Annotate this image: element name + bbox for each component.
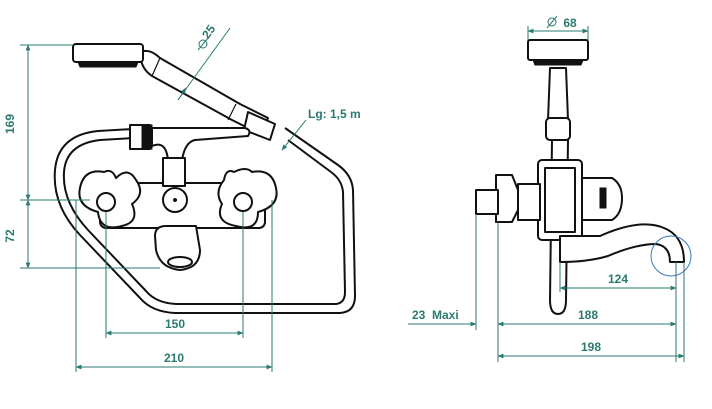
hose-loop-outer [53, 127, 356, 314]
diameter-icon [546, 15, 558, 29]
side-view [475, 39, 692, 315]
diverter-arm [151, 127, 251, 161]
front-dimensions: 169 72 150 210 25 Lg: 1,5 m [3, 22, 361, 372]
dim-169: 169 [3, 114, 17, 134]
dim-210: 210 [164, 351, 184, 365]
side-dimensions: 68 124 188 23 Maxi 198 [408, 15, 685, 362]
dim-72: 72 [3, 229, 17, 243]
hose-loop-inner [62, 136, 346, 305]
wall-flange [495, 174, 519, 223]
side-shower-handle [547, 67, 569, 121]
front-view [53, 43, 356, 314]
side-shower-head [527, 39, 589, 61]
shower-head [72, 43, 144, 63]
dim-23-maxi: 23 Maxi [412, 308, 459, 322]
dim-124: 124 [608, 272, 628, 286]
spout-outlet-circle [650, 235, 692, 277]
right-handle [217, 168, 278, 229]
diameter-icon [197, 37, 209, 51]
dim-188: 188 [578, 308, 598, 322]
dim-198: 198 [581, 340, 601, 354]
shower-holder [243, 111, 276, 141]
dim-68: 68 [563, 16, 577, 30]
left-handle [78, 169, 142, 229]
dim-25: 25 [199, 22, 218, 41]
dim-hose-length: Lg: 1,5 m [308, 107, 361, 121]
dim-150: 150 [165, 317, 185, 331]
side-spout [559, 223, 685, 263]
